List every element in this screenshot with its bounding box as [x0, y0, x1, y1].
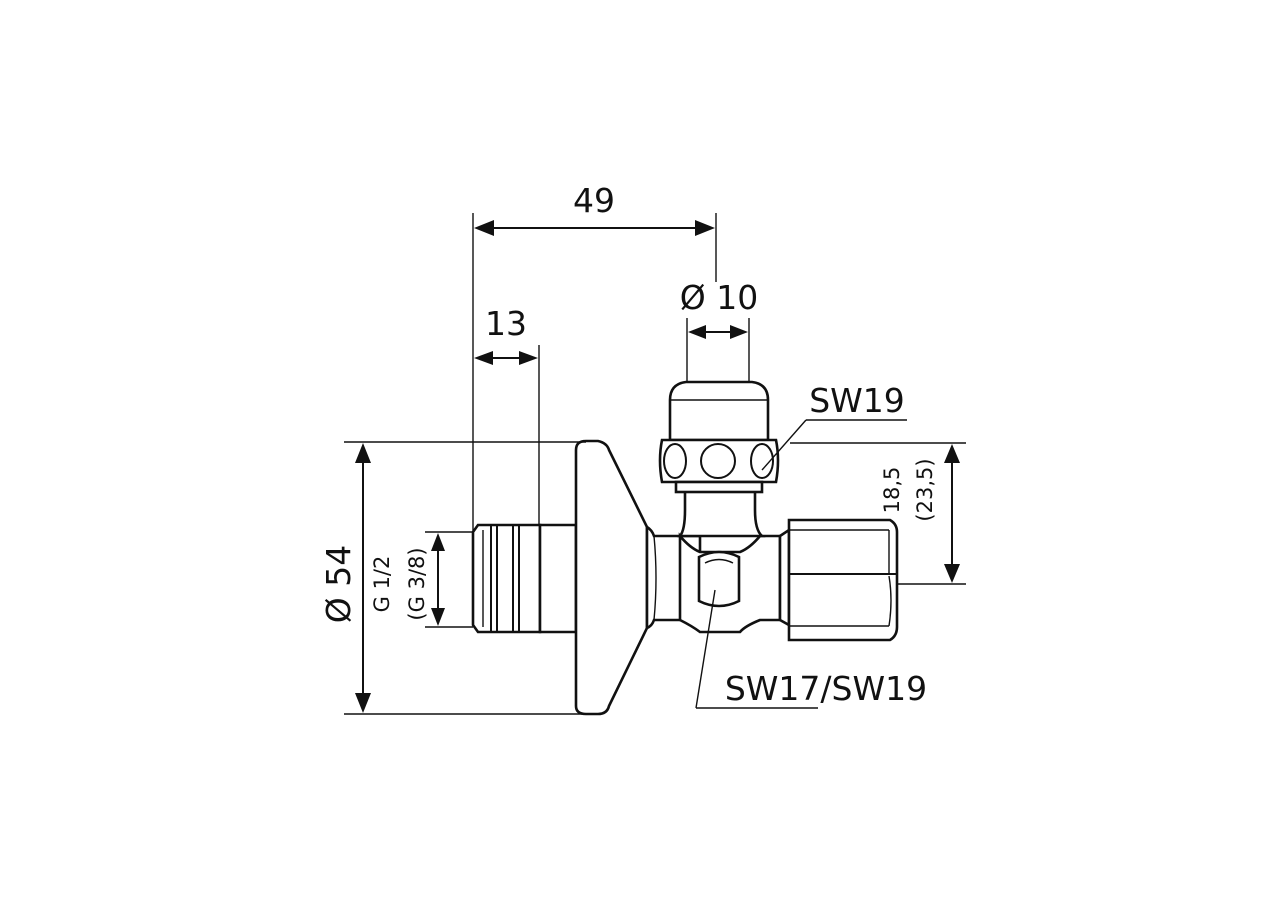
outlet-nut	[778, 518, 899, 642]
outlet-height-primary: 18,5	[880, 467, 904, 514]
body-wrench-size-label: SW17/SW19	[725, 669, 927, 708]
cap-wrench-size-label: SW19	[809, 381, 905, 420]
thread-length-label: 13	[485, 304, 527, 343]
rosette-flange	[574, 439, 649, 716]
dimension-rosette-diameter: Ø 54	[319, 441, 586, 715]
spindle-stem	[677, 489, 766, 538]
leader-body-wrench-size: SW17/SW19	[695, 589, 927, 709]
dimension-overall-length: 49	[472, 181, 717, 532]
spindle-diameter-label: Ø 10	[680, 278, 758, 317]
dimension-outlet-height: 18,5 (23,5)	[790, 442, 966, 585]
leader-cap-wrench-size: SW19	[761, 381, 907, 471]
dimension-thread-length: 13	[474, 304, 540, 525]
thread-size-alternate: (G 3/8)	[405, 547, 429, 620]
outlet-height-alternate: (23,5)	[913, 458, 937, 521]
valve-body	[471, 380, 899, 716]
overall-length-label: 49	[573, 181, 615, 220]
rosette-diameter-label: Ø 54	[319, 545, 358, 623]
threaded-inlet	[471, 523, 542, 634]
dimension-thread-size: G 1/2 (G 3/8)	[370, 531, 473, 628]
center-body	[678, 532, 782, 634]
dimension-spindle-diameter: Ø 10	[680, 278, 758, 382]
inlet-collar	[538, 523, 578, 634]
hex-cap	[658, 380, 780, 494]
thread-size-primary: G 1/2	[370, 556, 394, 613]
